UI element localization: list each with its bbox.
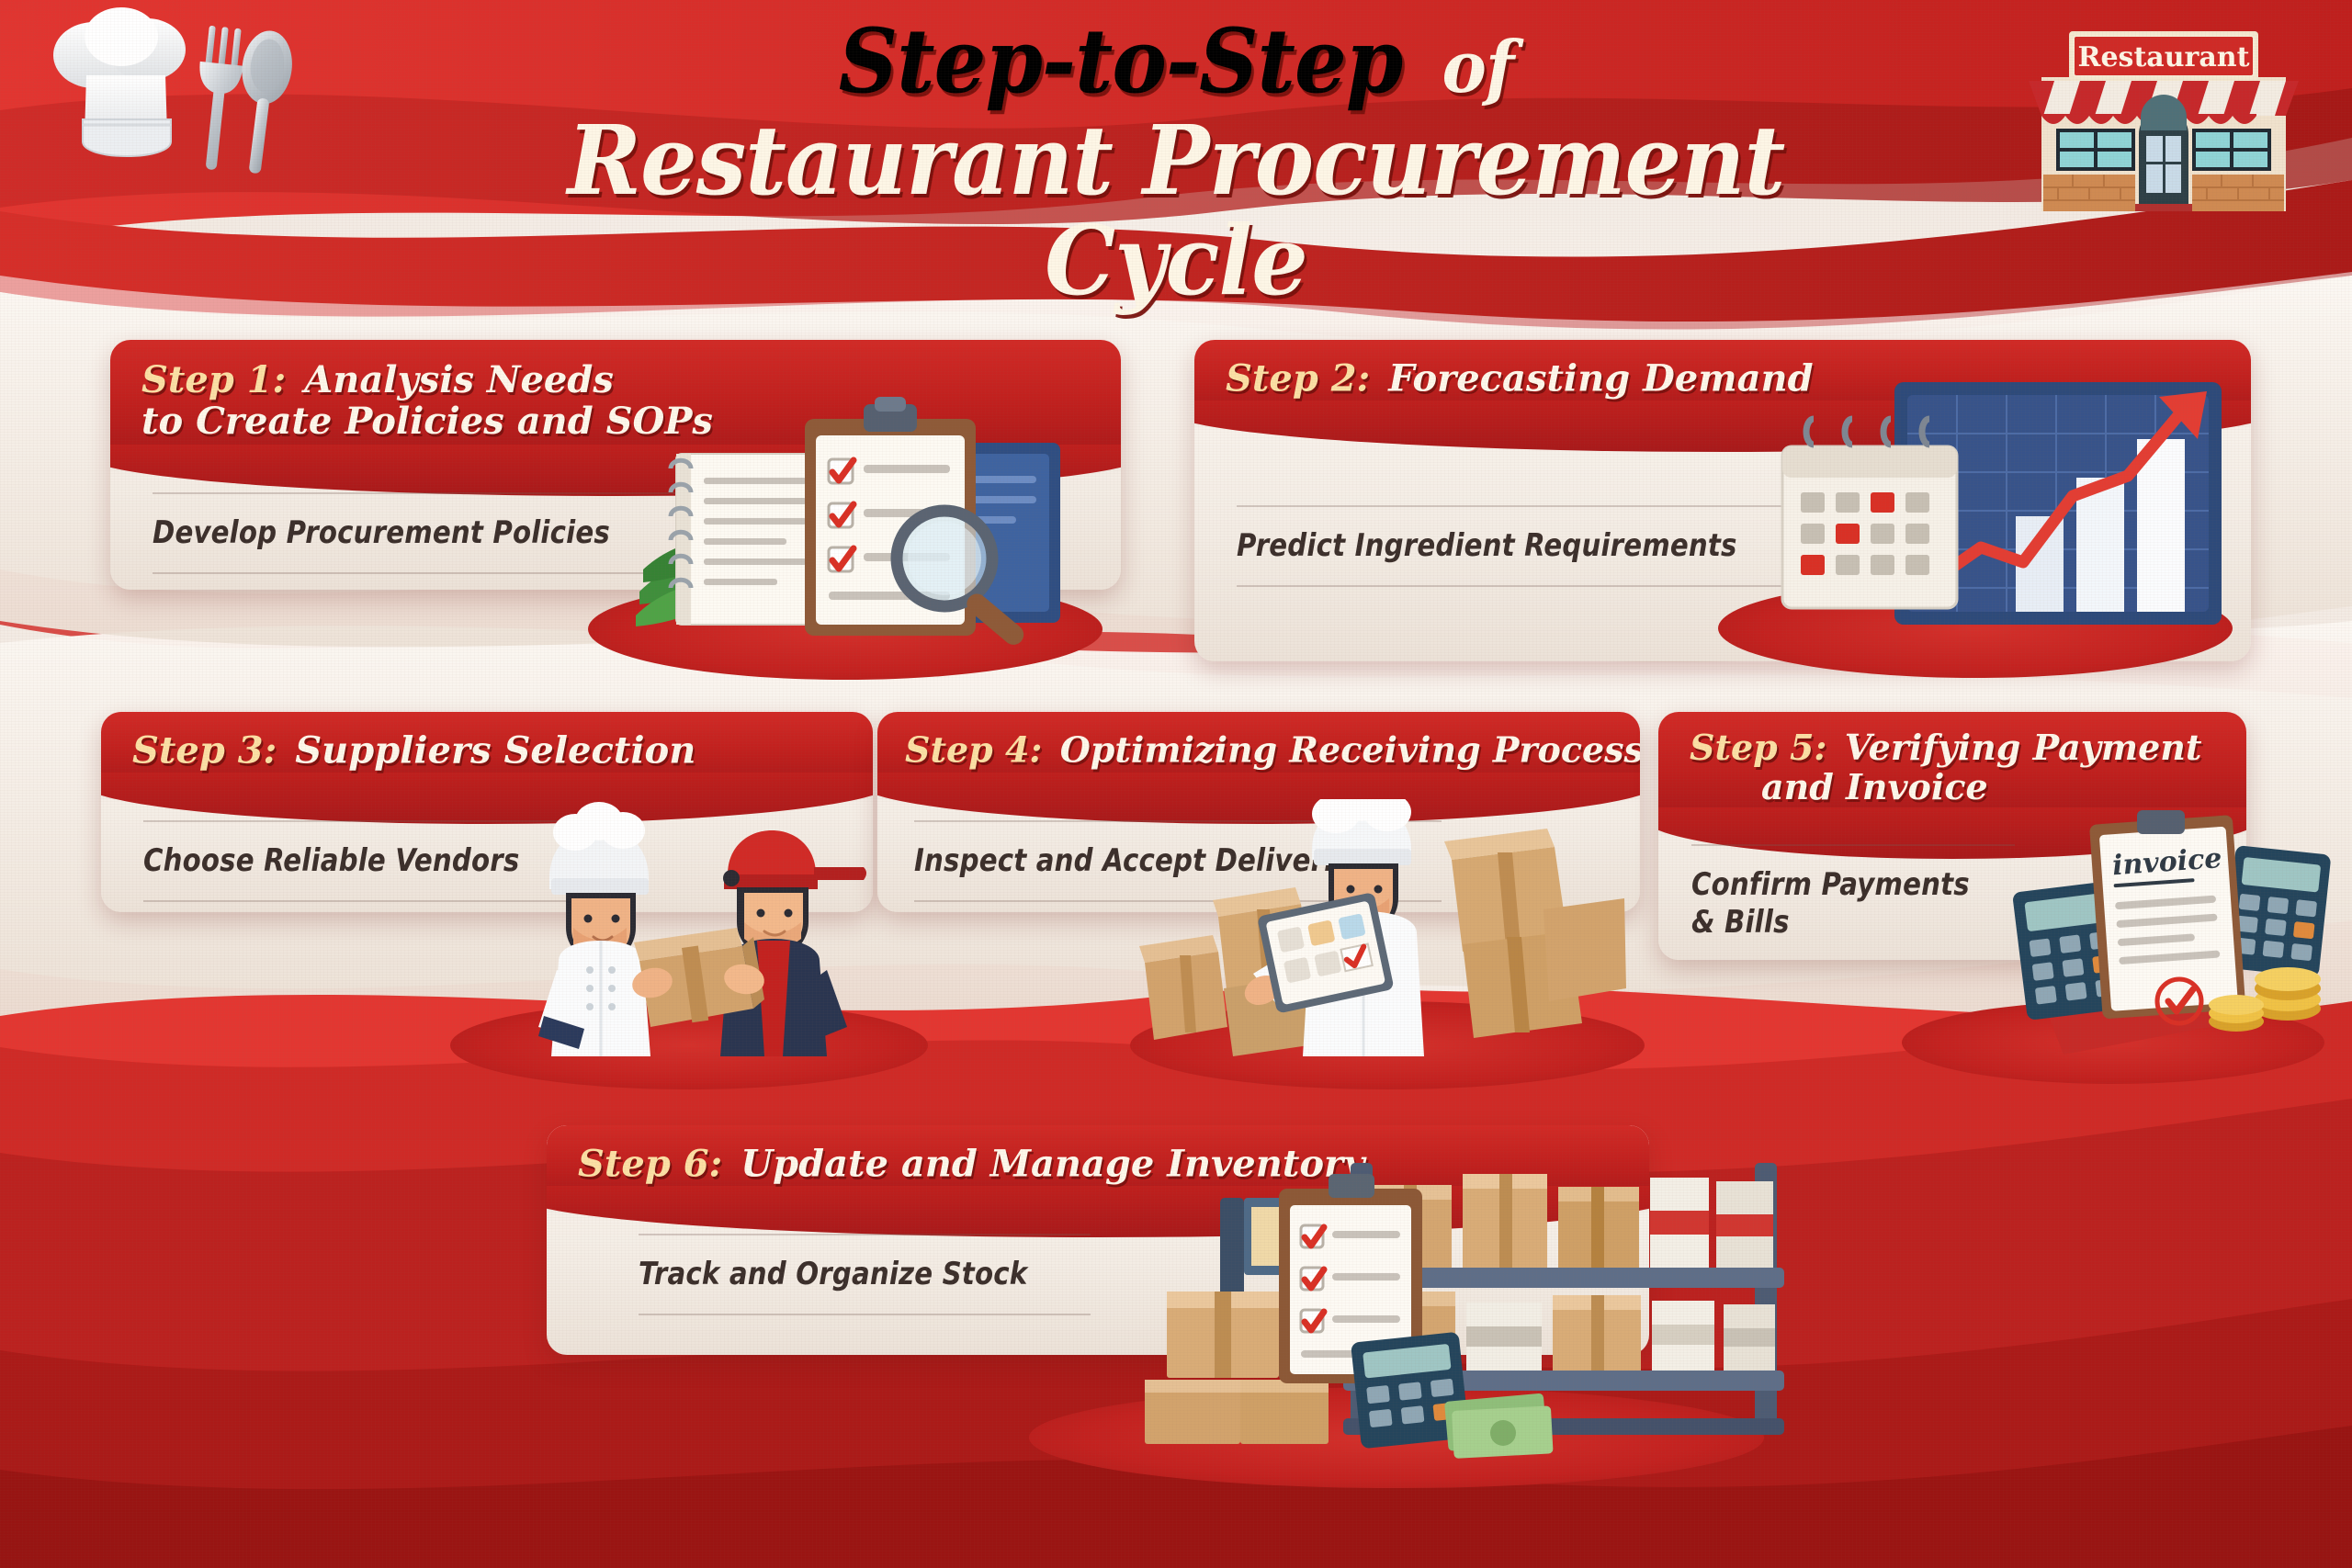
- step-2-subtitle-box: Predict Ingredient Requirements: [1237, 505, 1819, 588]
- title-accent: Step-to-Step: [838, 9, 1404, 113]
- step-5-subtitle: Confirm Payments & Bills: [1691, 866, 1970, 942]
- step-3-header: Step 3: Suppliers Selection: [101, 712, 873, 824]
- step-3-card[interactable]: Step 3: Suppliers Selection Choose Relia…: [101, 712, 873, 912]
- title-main: Restaurant Procurement Cycle: [567, 103, 1786, 318]
- step-4-number: Step 4:: [905, 728, 1043, 771]
- step-4-subtitle-box: Inspect and Accept Deliveries: [914, 820, 1442, 903]
- step-4-subtitle: Inspect and Accept Deliveries: [914, 842, 1369, 879]
- step-1-title-line2: to Create Policies and SOPs: [141, 400, 713, 443]
- fork-icon: [199, 25, 243, 170]
- step-1-title: Analysis Needs: [304, 357, 614, 401]
- step-4-plate: [1130, 1001, 1645, 1089]
- step-1-card[interactable]: Step 1: Analysis Needs to Create Policie…: [110, 340, 1121, 590]
- step-6-subtitle-box: Track and Organize Stock: [639, 1234, 1091, 1316]
- step-4-header: Step 4: Optimizing Receiving Process: [877, 712, 1640, 824]
- step-1-plate: [588, 579, 1102, 680]
- step-2-card[interactable]: Step 2: Forecasting Demand Predict Ingre…: [1194, 340, 2251, 661]
- step-1-number: Step 1:: [141, 357, 287, 401]
- step-6-header: Step 6: Update and Manage Inventory: [547, 1125, 1649, 1237]
- step-5-title-line2: and Invoice: [1761, 766, 1988, 807]
- step-3-subtitle-box: Choose Reliable Vendors: [143, 820, 582, 903]
- restaurant-storefront-illustration: Restaurant: [2021, 28, 2299, 211]
- step-1-subtitle-box: Develop Procurement Policies: [153, 492, 684, 575]
- step-5-header: Step 5: Verifying Payment and Invoice: [1658, 712, 2246, 859]
- step-2-subtitle: Predict Ingredient Requirements: [1237, 527, 1737, 564]
- step-2-plate: [1718, 579, 2233, 678]
- step-6-plate: [1029, 1387, 1764, 1488]
- step-1-header: Step 1: Analysis Needs to Create Policie…: [110, 340, 1121, 496]
- title-of-word: of: [1442, 26, 1515, 109]
- step-5-title: Verifying Payment: [1844, 727, 2202, 769]
- step-3-title: Suppliers Selection: [295, 728, 696, 773]
- step-3-subtitle: Choose Reliable Vendors: [143, 842, 520, 879]
- storefront-sign-text: Restaurant: [2078, 41, 2250, 73]
- step-5-subtitle-box: Confirm Payments & Bills: [1691, 844, 2016, 960]
- step-3-number: Step 3:: [132, 728, 277, 773]
- step-4-title: Optimizing Receiving Process: [1059, 728, 1640, 771]
- step-5-plate: [1902, 1001, 2324, 1084]
- step-6-number: Step 6:: [578, 1142, 723, 1186]
- step-6-card[interactable]: Step 6: Update and Manage Inventory Trac…: [547, 1125, 1649, 1355]
- step-5-number: Step 5:: [1690, 727, 1827, 769]
- step-4-card[interactable]: Step 4: Optimizing Receiving Process Ins…: [877, 712, 1640, 912]
- chef-utensils-cluster: [28, 7, 331, 191]
- step-2-title: Forecasting Demand: [1388, 356, 1814, 400]
- step-2-number: Step 2:: [1226, 356, 1371, 400]
- chef-hat-icon: [53, 7, 186, 158]
- step-6-subtitle: Track and Organize Stock: [639, 1256, 1028, 1292]
- infographic-title: Step-to-Step of Restaurant Procurement C…: [487, 9, 1865, 318]
- step-5-card[interactable]: Step 5: Verifying Payment and Invoice Co…: [1658, 712, 2246, 960]
- step-6-title: Update and Manage Inventory: [741, 1142, 1365, 1186]
- spoon-icon: [242, 30, 292, 174]
- step-3-plate: [450, 1001, 928, 1089]
- step-1-subtitle: Develop Procurement Policies: [153, 514, 610, 551]
- step-2-header: Step 2: Forecasting Demand: [1194, 340, 2251, 452]
